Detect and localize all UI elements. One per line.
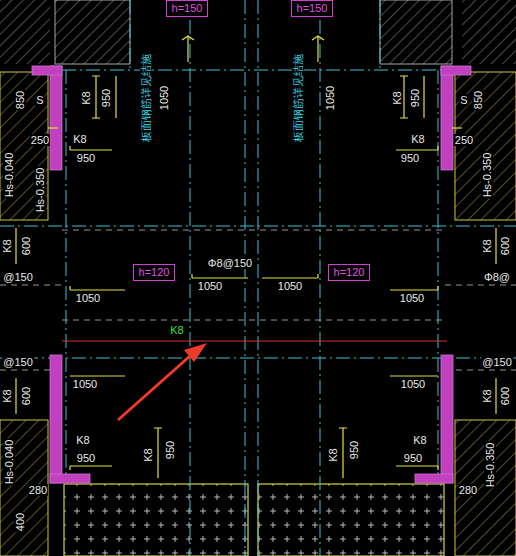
dimension-label: 950 [403, 452, 423, 464]
thickness-label: h=120 [134, 265, 175, 280]
dimension-label: 1050 [277, 280, 303, 292]
bar-mark: K8 [1, 238, 13, 253]
note-text: 板面钢筋详见结施 [140, 53, 152, 143]
dimension-label: 600 [499, 386, 511, 406]
dimension-label: 950 [400, 152, 420, 164]
dimension-label: 950 [409, 88, 421, 108]
dimension-label: 280 [28, 484, 48, 496]
dimension-label: 850 [14, 90, 26, 110]
thickness-label: h=120 [329, 265, 370, 280]
bar-mark: K8 [142, 447, 154, 462]
bar-mark: K8 [327, 447, 339, 462]
note-mark: S [459, 94, 468, 106]
elevation-label: Hs-0.040 [3, 152, 15, 199]
spacing-label: Φ8@150 [207, 257, 253, 269]
dimension-label: 600 [20, 236, 32, 256]
elevation-label: Hs-0.350 [34, 167, 46, 214]
dimension-label: 250 [454, 134, 474, 146]
elevation-label: Hs-0.350 [481, 152, 493, 199]
dimension-label: 1050 [75, 292, 101, 304]
thickness-label: h=150 [292, 1, 333, 16]
section-line [62, 340, 447, 341]
spacing-label: @150 [2, 271, 34, 283]
bar-mark: K8 [391, 90, 403, 105]
dimension-label: 280 [458, 484, 478, 496]
bar-mark: K8 [481, 388, 493, 403]
dimension-label: 250 [30, 134, 50, 146]
slab-thickness-box: h=120 [328, 264, 371, 281]
bar-mark: K8 [412, 434, 427, 446]
dimension-label: 1050 [158, 85, 170, 111]
slab-thickness-box: h=120 [133, 264, 176, 281]
dimension-label: 400 [14, 512, 26, 532]
dimension-label: 950 [76, 152, 96, 164]
spacing-label: @150 [481, 356, 513, 368]
pointer-arrow [118, 343, 207, 420]
slab-thickness-box: h=150 [291, 0, 334, 17]
grid-lines [0, 230, 516, 370]
dimension-label: 1050 [399, 292, 425, 304]
dimension-label: 1050 [197, 280, 223, 292]
bar-mark: K8 [75, 434, 90, 446]
slab-thickness-box: h=150 [166, 0, 209, 17]
dimension-label: 950 [76, 452, 96, 464]
note-mark: S [35, 94, 44, 106]
dimension-label: 1050 [324, 85, 336, 111]
elevation-label: Hs-0.350 [484, 442, 496, 489]
bar-mark: K8 [169, 324, 184, 336]
dimension-label: 600 [20, 386, 32, 406]
rebar-lines [16, 76, 496, 478]
elevation-label: Hs-0.040 [3, 439, 15, 486]
bar-mark: K8 [481, 238, 493, 253]
bar-mark: K8 [1, 388, 13, 403]
plus-infill [64, 484, 444, 556]
dimension-label: 950 [100, 88, 112, 108]
dimension-label: 950 [164, 440, 176, 460]
note-text: 板面钢筋详见结施 [292, 53, 304, 143]
spacing-label: Φ8@ [483, 271, 511, 283]
dimension-label: 850 [472, 90, 484, 110]
dimension-label: 1050 [72, 378, 98, 390]
support-walls [32, 66, 471, 483]
spacing-label: @150 [2, 356, 34, 368]
thickness-label: h=150 [167, 1, 208, 16]
bar-mark: K8 [410, 133, 425, 145]
dimension-label: 950 [348, 440, 360, 460]
dimension-label: 1050 [400, 378, 426, 390]
bar-mark: K8 [72, 133, 87, 145]
dimension-label: 600 [499, 236, 511, 256]
bar-mark: K8 [80, 90, 92, 105]
